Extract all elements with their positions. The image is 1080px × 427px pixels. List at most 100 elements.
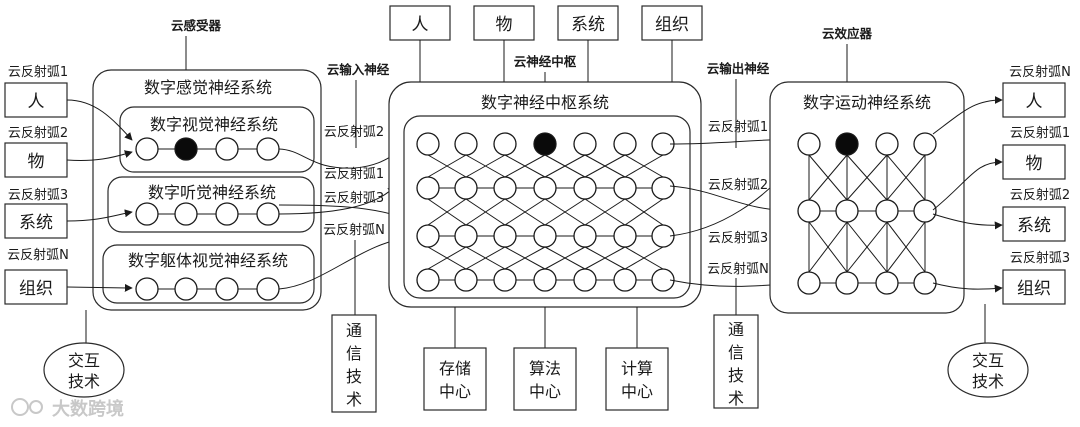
mid-right-arc-1: 云反射弧1 [708, 119, 768, 135]
right-arc-label-1: 云反射弧1 [1010, 125, 1070, 141]
comm-tech-left-c3: 技 [346, 367, 362, 386]
visual-node-4 [256, 137, 280, 161]
right-output-box-person [1002, 82, 1066, 118]
motor-system-title: 数字运动神经系统 [803, 93, 931, 112]
comm-tech-left-c2: 信 [346, 344, 362, 363]
interaction-tech-left-line2: 技术 [68, 372, 100, 391]
central-node-r2-c0 [416, 224, 440, 248]
visual-node-3 [215, 137, 239, 161]
left-input-org: 组织 [19, 279, 53, 299]
central-node-r3-c1 [454, 268, 478, 292]
top-entity-thing: 物 [496, 15, 513, 35]
central-node-r1-c2 [493, 176, 517, 200]
central-edge [544, 198, 586, 226]
motor-edge [808, 154, 848, 201]
compute-center-box [605, 347, 669, 411]
arrow-person-to-visual [66, 99, 133, 141]
body-node-2 [174, 277, 198, 301]
auditory-node-3 [215, 202, 239, 226]
central-edge [427, 198, 467, 226]
motor-node-r0-c3 [913, 132, 937, 156]
right-output-thing: 物 [1026, 154, 1043, 174]
motor-node-r1-c3 [913, 199, 937, 223]
central-node-r3-c5 [613, 268, 637, 292]
central-edge [584, 154, 626, 178]
right-output-box-thing [1002, 144, 1066, 180]
central-node-r3-c4 [573, 268, 597, 292]
motor-edge [886, 221, 926, 273]
arrow-motor-to-system [932, 213, 1003, 230]
central-edge [584, 246, 626, 270]
visual-system-title: 数字视觉神经系统 [150, 115, 278, 134]
body-node-3 [215, 277, 239, 301]
motor-node-r2-c0 [797, 271, 821, 295]
central-edge [544, 246, 586, 270]
arrow-auditory-to-central [278, 185, 396, 215]
comm-tech-left-c4: 术 [346, 390, 362, 409]
mid-left-arc-2: 云反射弧2 [324, 124, 384, 140]
motor-mesh [797, 132, 937, 295]
comm-tech-right-box [713, 314, 759, 409]
body-node-1 [135, 277, 159, 301]
arrow-thing-to-visual [66, 150, 133, 161]
arrow-motor-to-person [932, 96, 1003, 135]
comm-tech-right-c3: 技 [728, 366, 744, 385]
top-entity-org: 组织 [655, 15, 689, 35]
arrow-org-to-body [66, 283, 133, 292]
central-node-r2-c1 [454, 224, 478, 248]
left-arc-label-1: 云反射弧1 [8, 64, 68, 80]
motor-node-r1-c1 [835, 199, 859, 223]
central-node-r0-c1 [454, 132, 478, 156]
left-input-box-person [4, 82, 68, 118]
arrow-motor-to-org [932, 282, 1003, 293]
motor-node-r1-c0 [797, 199, 821, 223]
top-entity-box-person [389, 5, 451, 41]
comm-tech-left-box [331, 314, 377, 413]
right-output-person: 人 [1026, 92, 1043, 112]
arrow-system-to-auditory [66, 209, 133, 222]
visual-node-active [174, 137, 198, 161]
central-node-r1-c3 [533, 176, 557, 200]
top-entity-system: 系统 [571, 15, 605, 35]
mid-left-arc-3: 云反射弧3 [324, 190, 384, 206]
mid-left-arc-1: 云反射弧1 [324, 166, 384, 182]
central-edge [624, 154, 664, 178]
motor-node-r0-c0 [797, 132, 821, 156]
central-edge [544, 154, 586, 178]
top-entity-person: 人 [412, 15, 429, 35]
comm-tech-right-c4: 术 [728, 389, 744, 408]
interaction-tech-left-line1: 交互 [68, 351, 100, 370]
motor-node-r2-c1 [835, 271, 859, 295]
central-edge [504, 154, 546, 178]
central-node-r3-c0 [416, 268, 440, 292]
interaction-tech-right [947, 342, 1029, 398]
mid-right-arc-2: 云反射弧2 [708, 177, 768, 193]
storage-center-line2: 中心 [439, 382, 471, 401]
central-node-r0-c3 [533, 132, 557, 156]
algorithm-center-box [513, 347, 577, 411]
central-edge [465, 246, 506, 270]
central-node-r1-c5 [613, 176, 637, 200]
left-arc-label-2: 云反射弧2 [8, 125, 68, 141]
comm-tech-right-c2: 信 [728, 343, 744, 362]
motor-edge [886, 154, 926, 201]
right-output-org: 组织 [1017, 279, 1051, 299]
central-edge [427, 154, 467, 178]
left-arc-label-3: 云反射弧3 [8, 187, 68, 203]
motor-node-r0-c1 [835, 132, 859, 156]
left-input-box-system [4, 203, 68, 239]
central-node-r0-c4 [573, 132, 597, 156]
auditory-system-title: 数字听觉神经系统 [148, 183, 276, 202]
right-arc-label-n: 云反射弧N [1009, 64, 1071, 80]
cloud-output-nerve-label: 云输出神经 [707, 61, 770, 76]
mid-right-arc-3: 云反射弧3 [708, 230, 768, 246]
central-mesh [416, 132, 675, 292]
left-arc-label-n: 云反射弧N [7, 247, 69, 263]
storage-center-box [423, 347, 487, 411]
comm-tech-right-c1: 通 [728, 320, 744, 339]
cloud-input-nerve-label: 云输入神经 [327, 62, 390, 77]
right-output-box-system [1002, 206, 1066, 242]
auditory-node-2 [174, 202, 198, 226]
central-node-r0-c5 [613, 132, 637, 156]
